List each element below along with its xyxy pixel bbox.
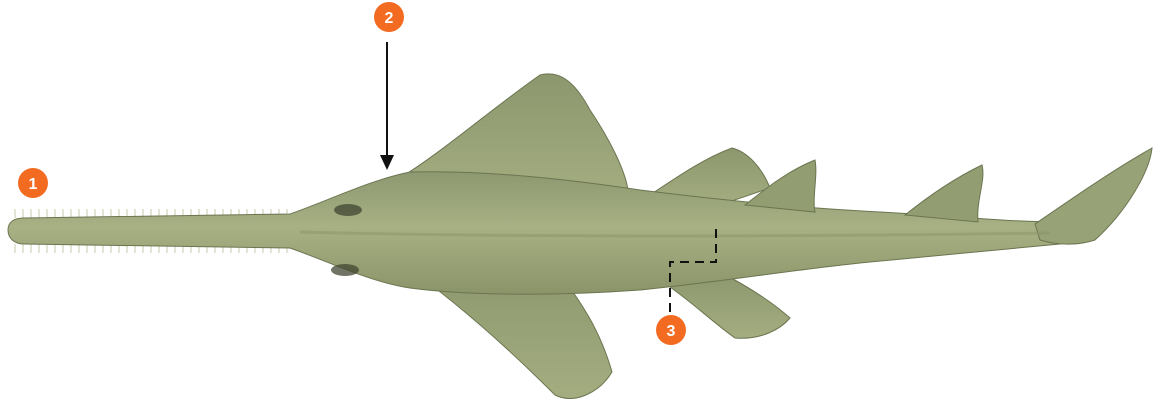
eye-lower <box>331 264 359 276</box>
rostrum-tooth <box>14 209 16 218</box>
rostrum-tooth <box>54 244 56 253</box>
sawfish-body <box>8 172 1068 295</box>
rostrum-tooth <box>78 244 80 253</box>
marker-1: 1 <box>18 168 48 198</box>
second-dorsal-fin <box>905 165 983 222</box>
rostrum-tooth <box>46 244 48 253</box>
marker-3: 3 <box>656 315 686 345</box>
rostrum-tooth <box>46 209 48 218</box>
rostrum-tooth <box>62 209 64 218</box>
caudal-fin <box>1035 148 1152 244</box>
marker-2: 2 <box>374 2 404 32</box>
rostrum-tooth <box>22 209 24 218</box>
rostrum-tooth <box>30 209 32 218</box>
rostrum-tooth <box>22 244 24 253</box>
rostrum-tooth <box>38 209 40 218</box>
rostrum-tooth <box>78 209 80 218</box>
svg-text:1: 1 <box>29 176 38 193</box>
rostrum-tooth <box>62 244 64 253</box>
svg-text:2: 2 <box>385 10 394 27</box>
rostrum-tooth <box>54 209 56 218</box>
rostrum-tooth <box>14 244 16 253</box>
svg-text:3: 3 <box>667 323 676 340</box>
eye-upper <box>334 204 362 216</box>
rostrum-tooth <box>70 244 72 253</box>
rostrum-tooth <box>38 244 40 253</box>
rostrum-tooth <box>70 209 72 218</box>
sawfish-illustration <box>8 74 1152 399</box>
pointer-arrow <box>380 42 394 170</box>
rostrum-tooth <box>30 244 32 253</box>
